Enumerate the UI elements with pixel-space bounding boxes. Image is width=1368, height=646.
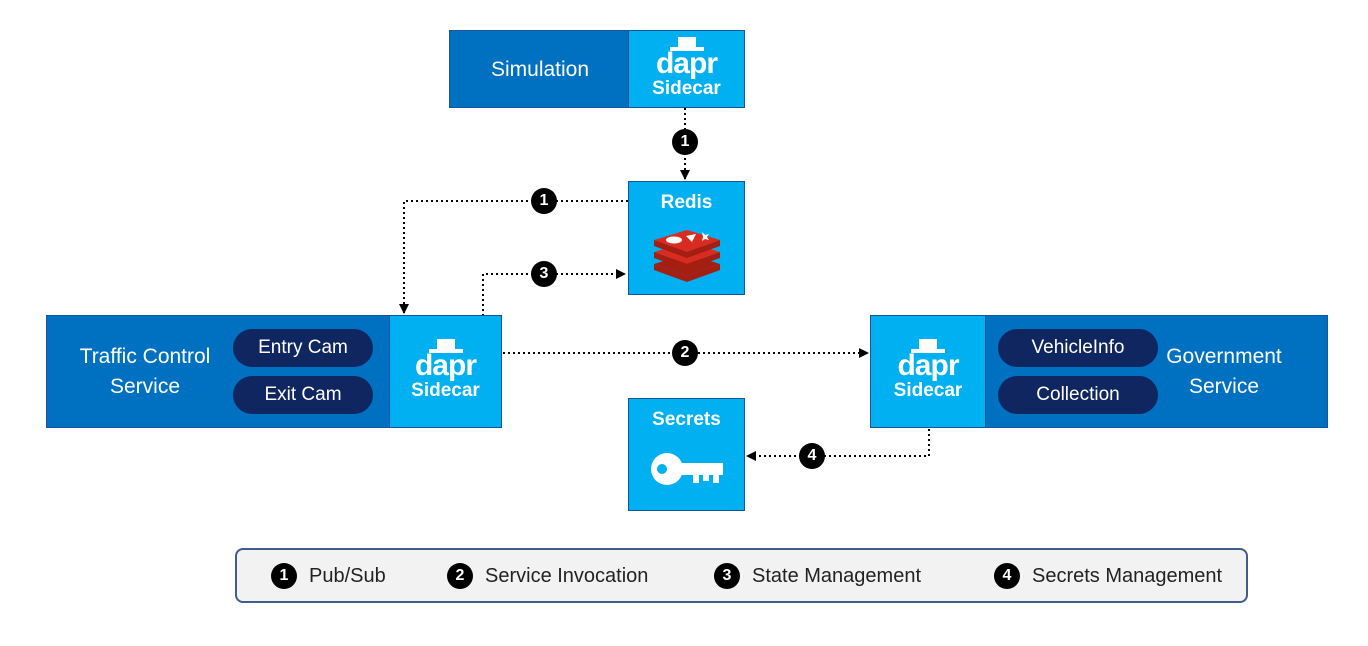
- connector-gov-to-secrets: [746, 429, 930, 461]
- legend-label: Secrets Management: [1032, 564, 1223, 587]
- legend-badge: 3: [714, 563, 740, 589]
- legend-label: Pub/Sub: [309, 564, 386, 587]
- redis-logo-icon: [654, 230, 720, 282]
- government-sidecar: dapr Sidecar: [870, 315, 986, 428]
- exit-cam-pill: Exit Cam: [233, 376, 373, 414]
- government-label-line1: Government: [1166, 345, 1282, 368]
- badge-secrets: 4: [799, 443, 825, 469]
- legend-badge: 4: [994, 563, 1020, 589]
- legend: 1 Pub/Sub 2 Service Invocation 3 State M…: [235, 548, 1248, 603]
- badge-state: 3: [531, 261, 557, 287]
- government-label: Government Service: [1154, 342, 1294, 402]
- legend-item-state: 3 State Management: [714, 563, 921, 589]
- key-icon: [651, 453, 723, 485]
- legend-label: State Management: [752, 564, 921, 587]
- government-service: VehicleInfo Collection Government Servic…: [985, 315, 1328, 428]
- simulation-sidecar: dapr Sidecar: [628, 30, 745, 108]
- legend-label: Service Invocation: [485, 564, 649, 587]
- dapr-logo-text: dapr: [655, 47, 718, 80]
- sidecar-label: Sidecar: [411, 380, 480, 401]
- entry-cam-pill: Entry Cam: [233, 329, 373, 367]
- sidecar-label: Sidecar: [893, 380, 963, 401]
- traffic-control-label-line2: Service: [109, 375, 181, 398]
- badge-invocation: 2: [672, 340, 698, 366]
- traffic-control-label-line1: Traffic Control: [79, 345, 211, 368]
- dapr-hat-icon: [911, 339, 945, 353]
- dapr-hat-icon: [669, 37, 704, 51]
- traffic-control-sidecar: dapr Sidecar: [389, 315, 502, 428]
- redis-store: Redis: [628, 181, 745, 295]
- dapr-logo-text: dapr: [414, 349, 477, 382]
- legend-item-secrets: 4 Secrets Management: [994, 563, 1222, 589]
- secrets-store: Secrets: [628, 398, 745, 511]
- legend-badge: 1: [271, 563, 297, 589]
- traffic-control-service: Traffic Control Service Entry Cam Exit C…: [46, 315, 390, 428]
- dapr-logo-text: dapr: [897, 349, 959, 382]
- connector-redis-to-traffic: [399, 200, 628, 314]
- legend-item-pubsub: 1 Pub/Sub: [271, 563, 386, 589]
- legend-badge: 2: [447, 563, 473, 589]
- traffic-control-label: Traffic Control Service: [57, 342, 233, 402]
- vehicleinfo-pill: VehicleInfo: [998, 329, 1158, 367]
- dapr-hat-icon: [428, 339, 463, 353]
- legend-item-invocation: 2 Service Invocation: [447, 563, 648, 589]
- badge-pubsub-traffic: 1: [531, 188, 557, 214]
- collection-pill: Collection: [998, 376, 1158, 414]
- simulation-label: Simulation: [490, 58, 590, 81]
- secrets-title: Secrets: [652, 409, 721, 430]
- redis-title: Redis: [660, 192, 713, 213]
- sidecar-label: Sidecar: [652, 78, 721, 99]
- badge-pubsub-sim: 1: [672, 129, 698, 155]
- connector-traffic-to-redis-state: [482, 269, 626, 316]
- government-label-line2: Service: [1188, 375, 1260, 398]
